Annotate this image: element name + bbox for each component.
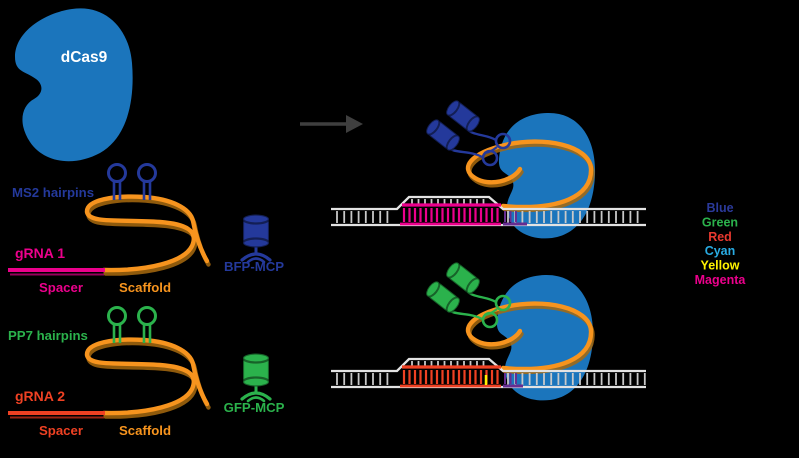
bfp-mcp-label: BFP-MCP (224, 259, 284, 274)
arrow-icon (300, 115, 363, 133)
legend-item-blue: Blue (706, 201, 733, 215)
dcas9-complex-2 (329, 260, 648, 401)
grna2-unit: PP7 hairpins gRNA 2 Spacer Scaffold (8, 306, 209, 438)
scaffold1-label: Scaffold (119, 280, 171, 295)
spacer1-label: Spacer (39, 280, 83, 295)
target-dna-2 (336, 361, 646, 388)
dcas9-label: dCas9 (61, 49, 108, 66)
legend-item-red: Red (708, 230, 732, 244)
ms2-hairpins-label: MS2 hairpins (12, 185, 94, 200)
spacer2-label: Spacer (39, 423, 83, 438)
grna1-label: gRNA 1 (15, 245, 65, 261)
gfp-mcp-label: GFP-MCP (224, 400, 285, 415)
target-dna-1 (329, 195, 648, 227)
legend-item-cyan: Cyan (705, 244, 736, 258)
bound-pp7-gfp-icons (424, 260, 510, 327)
pp7-hairpins-label: PP7 hairpins (8, 328, 88, 343)
bound-ms2-bfp-icons (424, 98, 510, 165)
legend: Blue Green Red Cyan Yellow Magenta (695, 201, 747, 287)
dcas9-protein: dCas9 (15, 8, 133, 162)
grna1-unit: MS2 hairpins gRNA 1 Spacer Scaffold (8, 163, 209, 295)
grna2-label: gRNA 2 (15, 388, 65, 404)
bfp-mcp-icon: BFP-MCP (224, 212, 284, 274)
gfp-mcp-icon: GFP-MCP (224, 351, 285, 415)
legend-item-yellow: Yellow (701, 259, 740, 273)
scaffold2-label: Scaffold (119, 423, 171, 438)
dcas9-complex-1 (329, 98, 648, 239)
legend-item-magenta: Magenta (695, 273, 747, 287)
legend-item-green: Green (702, 215, 738, 229)
